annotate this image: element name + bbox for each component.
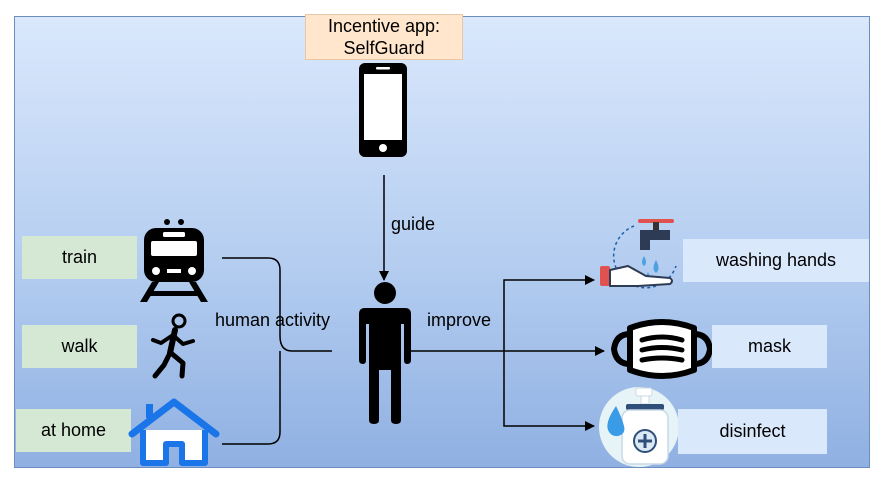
improve-label: improve [427,310,492,330]
person-icon [359,282,411,424]
activity-train-box: train [22,236,137,279]
sanitizer-bottle-icon [599,387,679,467]
app-title-line1: Incentive app: [327,16,441,36]
guide-label: guide [391,214,436,234]
outcome-washing-box: washing hands [683,239,869,282]
activity-brace [222,257,332,445]
outcome-mask-label: mask [747,336,791,356]
activity-walk-box: walk [22,325,137,368]
app-title-box: Incentive app: SelfGuard [305,14,463,60]
improve-branch-washing [503,275,595,351]
house-icon [128,398,220,466]
outcome-disinfect-box: disinfect [678,409,827,454]
face-mask-icon [610,319,714,379]
walking-person-icon [151,313,195,379]
outcome-disinfect-label: disinfect [719,421,786,441]
train-icon [140,219,208,302]
human-activity-label: human activity [215,310,331,330]
activity-walk-label: walk [61,336,98,356]
activity-home-label: at home [40,420,107,440]
app-title-line2: SelfGuard [343,38,425,58]
smartphone-icon [359,63,407,157]
hand-washing-faucet-icon [600,219,677,289]
outcome-washing-label: washing hands [715,250,837,270]
activity-train-label: train [61,247,97,267]
activity-home-box: at home [16,409,131,452]
outcome-mask-box: mask [712,325,827,368]
improve-branch-disinfect [503,351,595,431]
